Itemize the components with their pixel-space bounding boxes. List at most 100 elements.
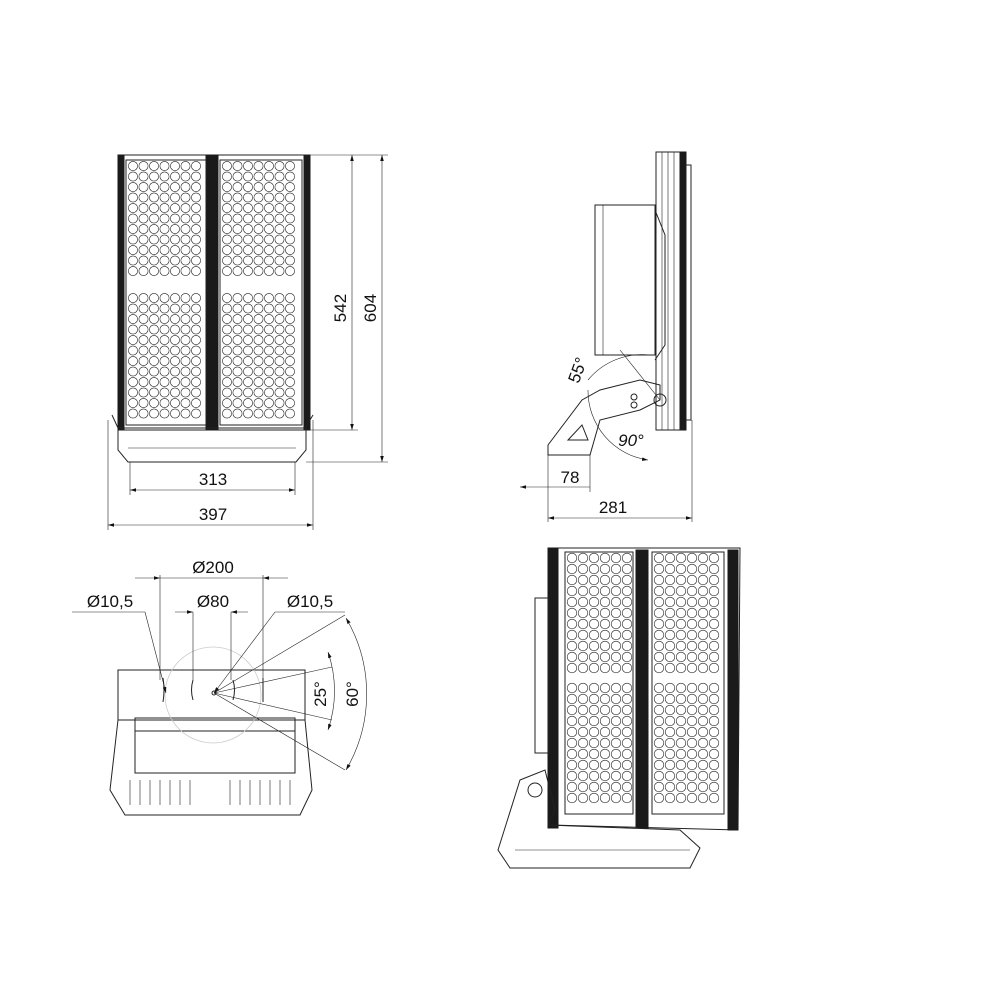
led-lens xyxy=(180,314,191,324)
led-lens xyxy=(191,293,201,303)
led-lens xyxy=(599,618,611,630)
led-lens xyxy=(180,335,191,345)
led-lens xyxy=(170,266,180,276)
led-lens xyxy=(232,324,243,335)
angle-90: 90° xyxy=(618,431,644,450)
led-lens xyxy=(285,224,295,234)
led-lens xyxy=(599,651,611,663)
led-lens xyxy=(697,715,709,727)
led-lens xyxy=(653,770,665,782)
led-lens xyxy=(149,356,159,366)
led-lens xyxy=(621,552,633,564)
dim-hole-left: Ø10,5 xyxy=(87,592,133,611)
led-lens xyxy=(686,651,698,663)
led-lens xyxy=(610,585,622,597)
led-lens xyxy=(621,640,633,652)
led-lens xyxy=(577,737,589,749)
led-lens xyxy=(149,324,159,335)
led-lens xyxy=(232,234,243,245)
led-lens xyxy=(621,618,633,630)
led-lens xyxy=(253,266,264,276)
led-lens xyxy=(675,726,687,738)
led-lens xyxy=(180,377,191,387)
led-lens xyxy=(232,255,243,266)
led-lens xyxy=(675,651,687,663)
led-lens xyxy=(232,335,243,345)
led-lens xyxy=(149,192,159,203)
led-lens xyxy=(274,345,285,356)
led-lens xyxy=(253,345,264,356)
led-lens xyxy=(675,618,687,630)
led-lens xyxy=(697,618,709,630)
led-lens xyxy=(128,408,138,419)
led-lens xyxy=(159,234,170,245)
led-lens xyxy=(232,213,243,224)
led-lens xyxy=(610,792,622,804)
led-lens xyxy=(588,682,600,694)
led-lens xyxy=(653,629,665,641)
led-lens xyxy=(243,213,253,224)
led-lens xyxy=(708,682,720,694)
led-lens xyxy=(653,563,665,575)
led-lens xyxy=(697,574,709,586)
led-lens xyxy=(577,693,589,705)
led-lens xyxy=(180,293,191,303)
led-lens xyxy=(566,563,578,575)
led-lens xyxy=(274,234,285,245)
led-lens xyxy=(253,398,264,408)
dim-bolt-circle: Ø200 xyxy=(192,558,234,577)
led-lens xyxy=(610,662,622,674)
led-lens xyxy=(232,408,243,419)
led-lens xyxy=(159,171,170,182)
led-lens xyxy=(149,182,159,192)
led-lens xyxy=(264,314,274,324)
led-lens xyxy=(128,266,138,276)
led-lens xyxy=(180,345,191,356)
led-lens xyxy=(621,607,633,619)
led-lens xyxy=(274,192,285,203)
led-lens xyxy=(285,255,295,266)
led-lens xyxy=(253,182,264,192)
led-lens xyxy=(222,203,232,213)
led-lens xyxy=(191,161,201,171)
led-lens xyxy=(253,324,264,335)
led-lens xyxy=(653,618,665,630)
led-lens xyxy=(708,693,720,705)
led-lens xyxy=(653,607,665,619)
led-lens xyxy=(708,770,720,782)
led-lens xyxy=(285,398,295,408)
led-lens xyxy=(588,737,600,749)
led-lens xyxy=(253,293,264,303)
yoke-bracket xyxy=(547,379,661,456)
led-lens xyxy=(149,213,159,224)
led-lens xyxy=(588,693,600,705)
led-lens xyxy=(588,759,600,771)
led-lens xyxy=(264,213,274,224)
led-lens xyxy=(664,574,676,586)
led-lens xyxy=(664,748,676,760)
led-lens xyxy=(232,377,243,387)
led-lens xyxy=(138,387,149,398)
led-lens xyxy=(159,293,170,303)
led-lens xyxy=(708,781,720,793)
led-lens xyxy=(253,224,264,234)
led-lens xyxy=(222,161,232,171)
led-lens xyxy=(653,596,665,608)
led-lens xyxy=(610,629,622,641)
led-lens xyxy=(621,737,633,749)
led-lens xyxy=(686,629,698,641)
led-lens xyxy=(664,618,676,630)
led-lens xyxy=(664,585,676,597)
led-array xyxy=(128,161,295,419)
led-lens xyxy=(170,345,180,356)
led-lens xyxy=(285,161,295,171)
led-lens xyxy=(274,213,285,224)
led-lens xyxy=(697,629,709,641)
led-lens xyxy=(128,255,138,266)
led-lens xyxy=(222,387,232,398)
led-lens xyxy=(128,356,138,366)
led-lens xyxy=(599,759,611,771)
led-lens xyxy=(232,161,243,171)
led-lens xyxy=(621,781,633,793)
led-lens xyxy=(253,203,264,213)
